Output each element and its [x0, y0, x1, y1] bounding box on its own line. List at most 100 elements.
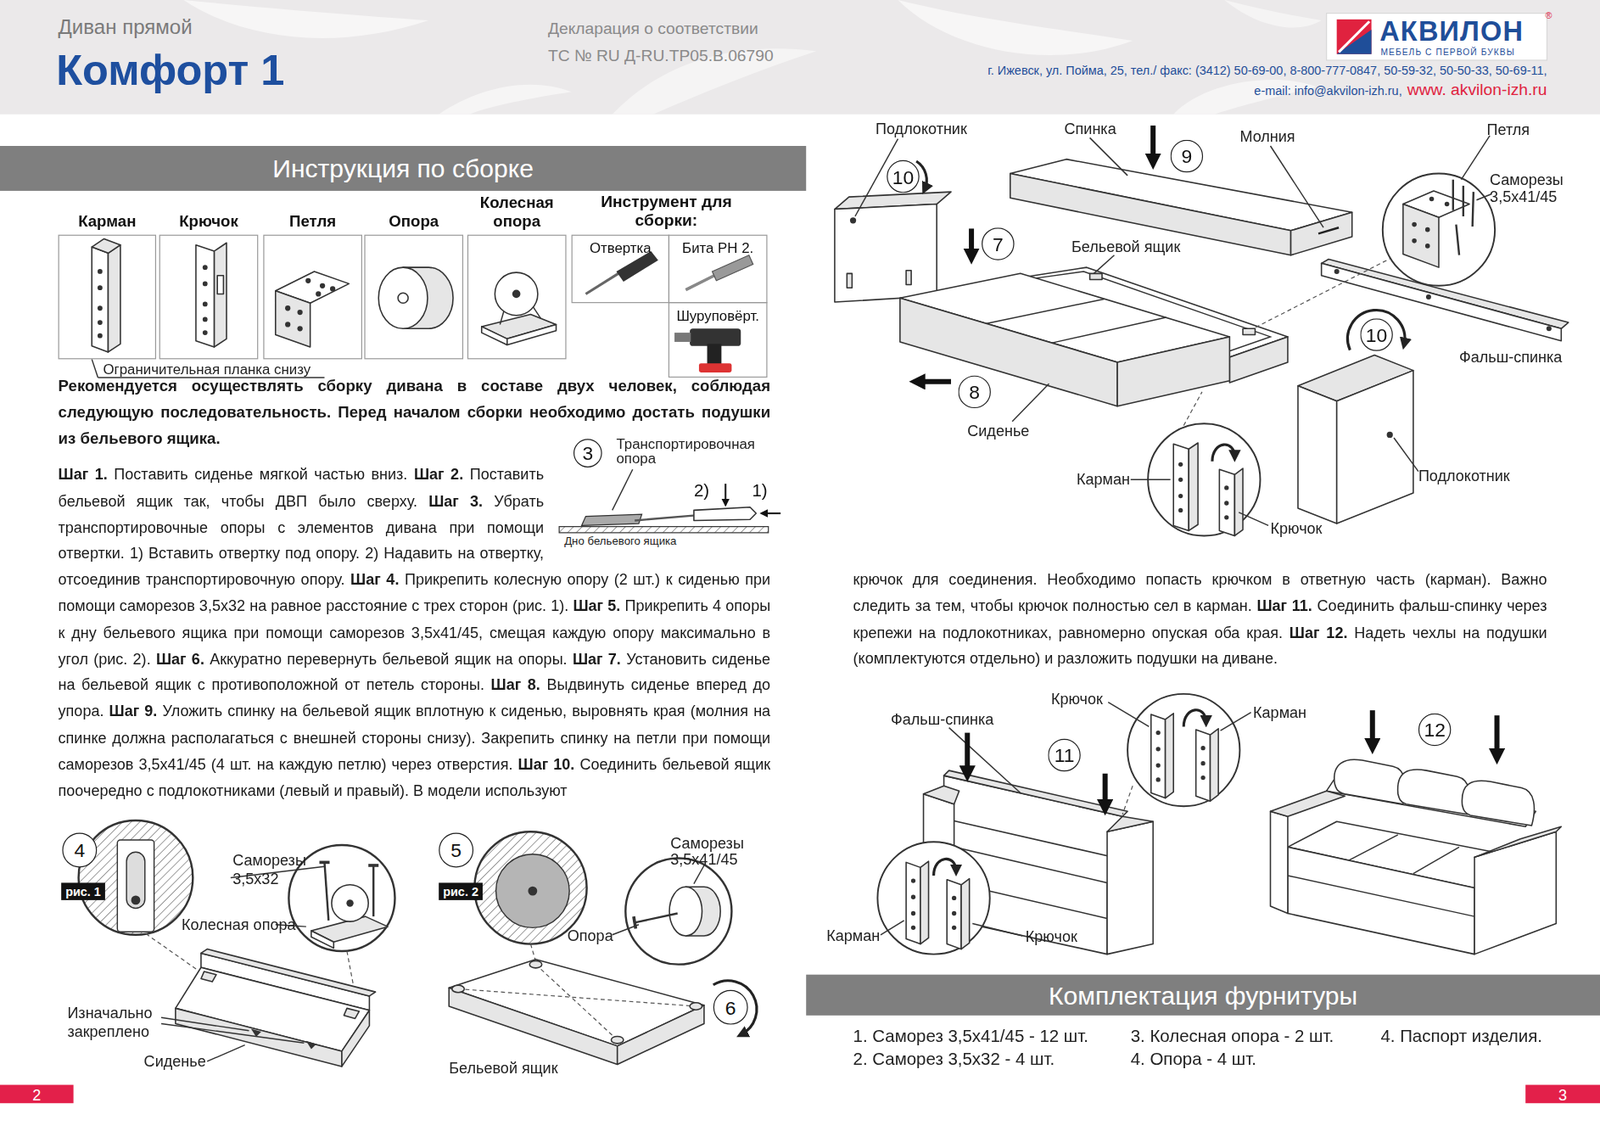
storage-box-and-seat-part	[1090, 273, 1103, 280]
wheel-mount-figure-part	[331, 884, 369, 922]
pocket-hook-magnifier-part	[1178, 477, 1183, 482]
part-cell: Крючок	[159, 234, 259, 360]
storage-box-and-seat-part	[986, 298, 1104, 324]
hook-icon-part	[195, 245, 215, 347]
wheel-mount-figure-part	[145, 934, 205, 975]
hinge-icon-part	[319, 283, 325, 289]
hook-icon-part	[202, 264, 208, 270]
left-armrest-part	[834, 204, 937, 303]
wheel-mount-figure-part	[201, 971, 217, 982]
hinge-magnifier-part	[1462, 185, 1465, 217]
assembled-sofa-part	[1370, 710, 1376, 743]
part-name: Карман	[50, 212, 163, 231]
storage-box-and-seat	[900, 228, 1288, 421]
pocket-hook-magnifier-part	[1130, 479, 1171, 481]
pocket-hook-magnifier	[1130, 391, 1269, 537]
part-cell: Петля	[262, 234, 363, 360]
screwdriver-icon-part	[585, 273, 618, 294]
pocket-hook-magnifier-part	[1224, 500, 1229, 505]
pocket-icon-part	[97, 319, 103, 325]
sofa-with-false-back-part	[911, 878, 916, 883]
screwdriver-icon	[585, 251, 658, 295]
part-label: Бельевой ящик	[448, 1059, 558, 1079]
step-heading: Шаг 9.	[109, 702, 158, 720]
support-mount-figure-part	[610, 1035, 623, 1043]
part-label: Крючок	[1269, 519, 1322, 538]
transport-support-figure-part	[760, 512, 781, 515]
callout-circle: 10	[886, 160, 919, 193]
step-heading: Шаг 1.	[58, 464, 108, 482]
sofa-with-false-back-part	[911, 925, 916, 930]
transport-support-figure-part	[634, 514, 696, 521]
part-cell: Колесная опора	[467, 234, 567, 360]
transport-support-figure-part	[693, 507, 756, 521]
storage-box-and-seat-part	[1051, 317, 1167, 343]
wheel-mount-figure-part	[78, 820, 194, 935]
left-armrest-part	[846, 273, 852, 288]
kit-list-item: 4. Опора - 4 шт.	[1130, 1048, 1257, 1070]
transport-support-figure-part	[612, 469, 633, 510]
assembled-sofa-part	[1413, 846, 1460, 873]
part-label: Саморезы 3,5х41/45	[1489, 170, 1574, 206]
part-label: Изначально закреплено	[67, 1004, 159, 1041]
left-armrest-part	[850, 217, 856, 224]
hinge-magnifier-part	[1460, 135, 1490, 180]
assembled-sofa-part	[1474, 831, 1556, 954]
drill-icon	[674, 328, 741, 373]
pocket-icon	[91, 238, 325, 378]
hook-icon	[195, 242, 227, 347]
transport-support-figure	[559, 469, 781, 533]
company-logo: АКВИЛОНМЕБЕЛЬ С ПЕРВОЙ БУКВЫ®	[1326, 13, 1548, 61]
backrest-part	[1291, 212, 1353, 256]
storage-box-and-seat-part	[1012, 383, 1049, 422]
part-label: Ограничительная планка снизу	[102, 361, 311, 379]
pocket-icon-part	[91, 238, 121, 253]
hinge-icon-part	[285, 305, 291, 311]
sofa-with-false-back-part	[949, 727, 1021, 794]
hinge-magnifier-part	[1411, 238, 1417, 244]
tool-name: Отвертка	[572, 240, 669, 257]
right-armrest-part	[1348, 309, 1405, 350]
support-mount-figure-part	[535, 964, 617, 1041]
assembled-sofa-part	[1398, 769, 1471, 815]
transport-support-figure-part	[724, 483, 727, 505]
wheel-mount-figure-part	[131, 895, 141, 905]
support-mount-figure-part	[634, 913, 678, 924]
assembled-sofa-part	[1287, 846, 1475, 954]
support-mount-figure-part	[617, 1005, 705, 1065]
part-label: Опора	[567, 926, 614, 946]
part-label: Подлокотник	[875, 119, 968, 139]
sofa-with-false-back-part	[911, 911, 916, 916]
storage-box-and-seat-part	[1117, 336, 1230, 407]
section-band: Комплектация фурнитуры	[805, 974, 1600, 1016]
pocket-hook-magnifier-part	[1188, 442, 1198, 531]
false-back-bar-part	[1546, 325, 1552, 331]
logo-mark-part	[1338, 21, 1370, 52]
support-mount-figure-part	[458, 989, 696, 1007]
support-mount-figure-part	[448, 987, 617, 1064]
sofa-with-false-back-part	[1102, 773, 1108, 805]
sofa-with-false-back-part	[1220, 712, 1252, 732]
sofa-with-false-back-part	[944, 775, 1123, 860]
hook-icon-part	[202, 330, 208, 336]
tool-cell: Отвертка	[571, 234, 670, 304]
backrest-part	[1318, 227, 1339, 234]
part-cell: Опора	[363, 234, 464, 360]
assembled-sofa-part	[1269, 811, 1287, 913]
part-label: Инструмент для сборки:	[579, 192, 753, 230]
assembled-sofa-part	[1348, 834, 1399, 861]
hook-icon-part	[214, 242, 227, 347]
part-label: Транспортировочная опора	[615, 436, 779, 466]
pocket-hook-magnifier-part	[1178, 508, 1183, 513]
assembled-sofa-part	[1287, 875, 1475, 917]
header-text: www. akvilon-izh.ru	[1407, 79, 1548, 100]
part-label: Крючок	[1025, 927, 1078, 946]
callout-number: 12	[1423, 720, 1445, 740]
wheel-mount-figure-part	[346, 899, 353, 907]
assembled-sofa-part	[1334, 759, 1406, 805]
false-back-bar-part	[1334, 268, 1340, 275]
pocket-icon-part	[97, 268, 103, 275]
part-label: Крючок	[1051, 689, 1103, 709]
header-background-part	[1224, 0, 1321, 28]
pocket-hook-magnifier-part	[1234, 468, 1243, 536]
